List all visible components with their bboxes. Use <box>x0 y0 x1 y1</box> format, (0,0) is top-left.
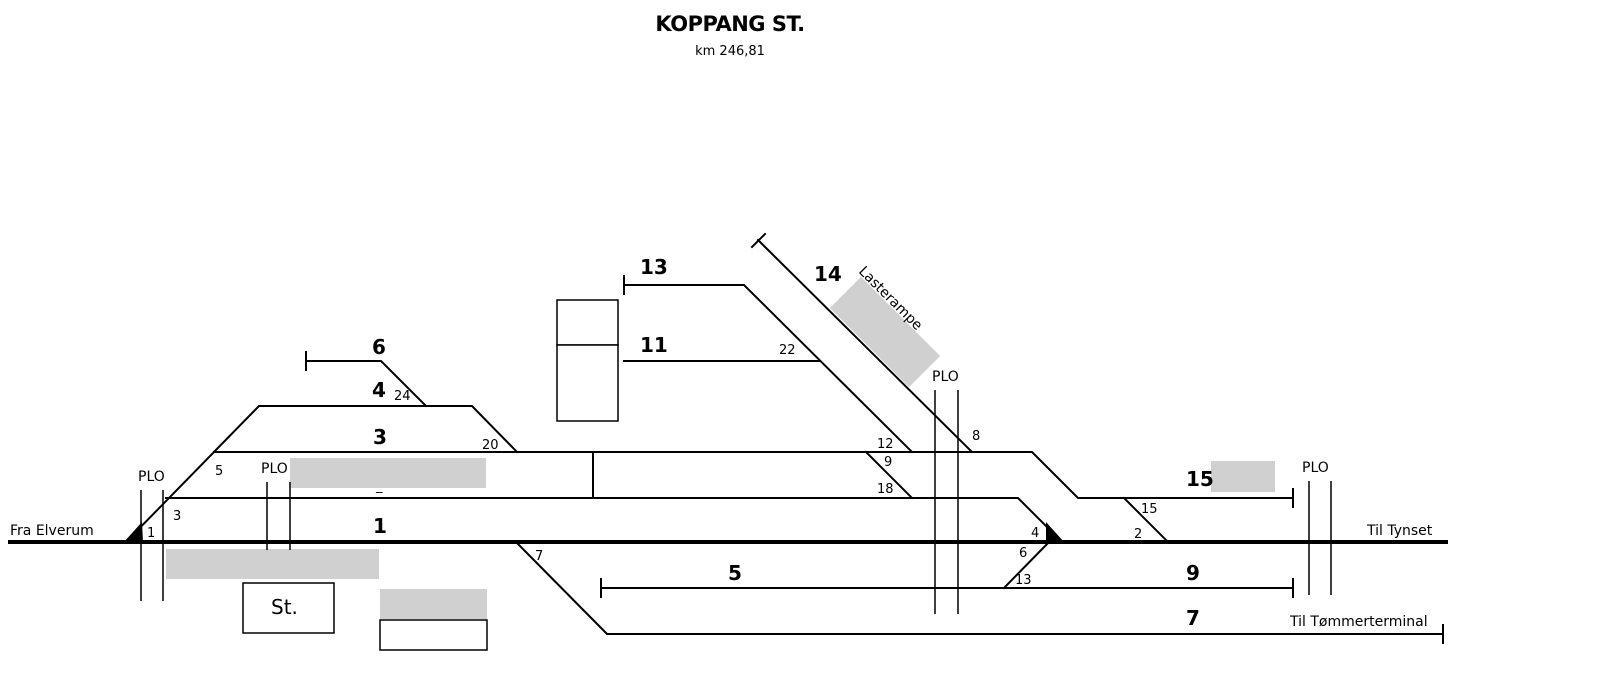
switch-6-label: 6 <box>1019 546 1027 561</box>
track-4 <box>212 405 519 454</box>
switch-20-label: 20 <box>482 438 499 453</box>
platform-lower <box>380 589 487 619</box>
station-building <box>242 582 335 634</box>
track-2-marker: _ <box>375 479 383 494</box>
building-lower <box>556 344 619 422</box>
track-7-label: 7 <box>1186 606 1200 630</box>
track-3-label: 3 <box>373 425 387 449</box>
track-2 <box>165 497 1064 544</box>
switch-13-label: 13 <box>1015 573 1032 588</box>
page-title: KOPPANG ST. <box>655 12 805 36</box>
switch-4-marker <box>1046 522 1064 542</box>
switch-18-label: 18 <box>877 482 894 497</box>
platform-track-2 <box>290 458 486 488</box>
plo-label-left: PLO <box>138 469 165 485</box>
track-4-label: 4 <box>372 378 386 402</box>
switch-12-label: 12 <box>877 437 894 452</box>
track-13-label: 13 <box>640 255 668 279</box>
track-1-label: 1 <box>373 514 387 538</box>
track-15-label: 15 <box>1186 467 1214 491</box>
page-subtitle: km 246,81 <box>695 44 765 59</box>
switch-22-label: 22 <box>779 343 796 358</box>
building-upper <box>556 299 619 346</box>
plo-label-center: PLO <box>932 369 959 385</box>
track-6-label: 6 <box>372 335 386 359</box>
crossover-9-18 <box>864 450 914 500</box>
platform-main <box>166 549 379 579</box>
station-label: St. <box>271 595 298 619</box>
switch-1-label: 1 <box>147 526 155 541</box>
plo-label-right: PLO <box>1302 460 1329 476</box>
track-9-label: 9 <box>1186 561 1200 585</box>
to-tommerterminal-label: Til Tømmerterminal <box>1289 614 1428 630</box>
switch-15-label: 15 <box>1141 502 1158 517</box>
switch-5-label: 5 <box>215 464 223 479</box>
platform-track-15 <box>1211 461 1275 492</box>
switch-9-label: 9 <box>884 455 892 470</box>
crossover-6-13 <box>1002 540 1051 590</box>
switch-4-label: 4 <box>1031 526 1039 541</box>
from-elverum-label: Fra Elverum <box>10 523 94 539</box>
switch-8-label: 8 <box>972 429 980 444</box>
track-14-buffer <box>750 232 767 249</box>
switch-24-label: 24 <box>394 389 411 404</box>
track-5-label: 5 <box>728 561 742 585</box>
switch-3-label: 3 <box>173 509 181 524</box>
switch-7-label: 7 <box>535 549 543 564</box>
track-3 <box>213 451 1294 499</box>
track-14 <box>756 238 974 454</box>
switch-1-marker <box>124 522 143 542</box>
lasterampe-platform <box>829 276 941 388</box>
track-11-label: 11 <box>640 333 668 357</box>
track-14-label: 14 <box>814 262 842 286</box>
building-bottom <box>379 619 488 651</box>
plo-label-mid: PLO <box>261 461 288 477</box>
track-7 <box>514 540 1444 635</box>
crossover-15-2 <box>1122 496 1170 544</box>
switch-2-label: 2 <box>1134 527 1142 542</box>
track-6 <box>305 360 428 408</box>
track-13 <box>623 284 914 454</box>
to-tynset-label: Til Tynset <box>1366 523 1433 539</box>
